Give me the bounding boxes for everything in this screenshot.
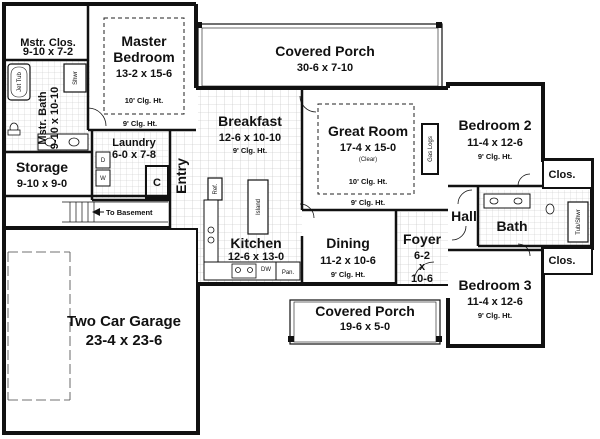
rear-porch-dims: 30-6 x 7-10 <box>297 62 353 74</box>
closet-c-outline <box>145 165 169 199</box>
foyer-dims-2: x <box>419 261 426 273</box>
hall-name: Hall <box>451 208 477 224</box>
garage-name: Two Car Garage <box>67 313 181 330</box>
bedroom3-closet-label: Clos. <box>549 255 576 267</box>
laundry-w-label: W <box>100 176 106 182</box>
master-closet-dims: 9-10 x 7-2 <box>23 46 73 58</box>
gas-logs-label: Gas Logs <box>428 136 434 162</box>
sink-2 <box>68 137 80 147</box>
rear-porch-inner <box>201 27 439 87</box>
master-toilet-tank <box>7 129 21 136</box>
rear-porch-name: Covered Porch <box>275 43 375 59</box>
front-porch-dims: 19-6 x 5-0 <box>340 321 390 333</box>
shower-label: Shwr <box>73 71 79 85</box>
dining-name: Dining <box>326 235 370 251</box>
bedroom3-ceiling: 9' Clg. Ht. <box>478 311 512 320</box>
pantry <box>275 261 301 281</box>
fireplace <box>421 123 439 175</box>
storage-name: Storage <box>16 159 68 175</box>
pantry-label: Pan. <box>282 270 295 276</box>
master-shower <box>63 63 87 93</box>
jet-tub-label: Jet Tub <box>17 72 23 92</box>
master-bath-dims: 9-10 x 10-10 <box>49 87 61 149</box>
dryer <box>95 151 111 169</box>
master-ceiling-outline <box>103 17 185 115</box>
hall-toilet <box>545 203 555 215</box>
bath-name: Bath <box>496 218 527 234</box>
tub-shower <box>567 201 589 243</box>
to-basement-label: To Basement <box>106 208 153 217</box>
stair-arrow-icon <box>92 208 100 216</box>
master-bath-name: Mstr. Bath <box>37 91 49 144</box>
tub-shower-label: Tub/Shwr <box>576 209 582 234</box>
dishwasher-label: DW <box>261 267 271 273</box>
breakfast-ceiling: 9' Clg. Ht. <box>233 146 267 155</box>
jet-tub-inner <box>10 66 28 98</box>
storage-dims: 9-10 x 9-0 <box>17 178 67 190</box>
laundry-name: Laundry <box>112 137 156 149</box>
foyer-dims-1: 6-2 <box>414 250 430 262</box>
bedroom3-closet <box>542 247 593 275</box>
breakfast-dims: 12-6 x 10-10 <box>219 132 281 144</box>
dining-ceiling: 9' Clg. Ht. <box>331 270 365 279</box>
kitchen-dims: 12-6 x 13-0 <box>228 251 284 263</box>
bedroom2-name: Bedroom 2 <box>458 117 531 133</box>
great-room-ceiling-9: 9' Clg. Ht. <box>351 198 385 207</box>
master-bedroom-name-1: Master <box>121 33 167 49</box>
washer <box>95 169 111 187</box>
foyer-dims-3: 10-6 <box>411 273 433 285</box>
kitchen-counter-west <box>203 199 219 263</box>
exterior-wall-east <box>446 82 594 348</box>
kitchen-name: Kitchen <box>230 235 281 251</box>
foyer-tile <box>396 212 448 284</box>
laundry-d-label: D <box>101 158 106 164</box>
great-room-name: Great Room <box>328 123 408 139</box>
great-room-ceiling: 10' Clg. Ht. <box>349 177 387 186</box>
bedroom3-name: Bedroom 3 <box>458 277 531 293</box>
greatroom-ceiling-outline <box>317 103 415 195</box>
bedroom2-ceiling: 9' Clg. Ht. <box>478 152 512 161</box>
rear-porch-outline <box>197 23 443 89</box>
master-ceiling-9: 9' Clg. Ht. <box>123 119 157 128</box>
entry-name: Entry <box>173 158 189 194</box>
bedroom2-dims: 11-4 x 12-6 <box>467 137 523 149</box>
exterior-wall-west <box>2 2 198 230</box>
bedroom3-dims: 11-4 x 12-6 <box>467 296 523 308</box>
front-porch-outline <box>289 299 441 345</box>
door-swings <box>87 95 531 283</box>
refrigerator-label: Ref. <box>213 183 219 194</box>
kitchen-sink <box>207 226 215 244</box>
kitchen-island <box>247 179 269 235</box>
great-room-note: (Clear) <box>359 157 377 163</box>
great-room-dims: 17-4 x 15-0 <box>340 142 396 154</box>
bedroom2-closet-label: Clos. <box>549 169 576 181</box>
breakfast-name: Breakfast <box>218 113 282 129</box>
laundry-dims: 6-0 x 7-8 <box>112 149 156 161</box>
island-label: Island <box>256 199 262 215</box>
hall-sink-1 <box>489 197 499 205</box>
closet-c-label: C <box>153 177 161 189</box>
garage-wall <box>2 228 200 435</box>
bedroom2-closet <box>542 159 593 189</box>
jet-tub <box>7 63 31 101</box>
master-bedroom-dims: 13-2 x 15-6 <box>116 68 172 80</box>
front-porch-name: Covered Porch <box>315 303 415 319</box>
front-porch-inner <box>293 301 437 343</box>
master-bedroom-ceiling: 10' Clg. Ht. <box>125 96 163 105</box>
master-bedroom-name-2: Bedroom <box>113 49 174 65</box>
porch-posts <box>196 22 442 342</box>
hall-bath-vanity <box>483 193 531 209</box>
entry-tile <box>170 132 198 228</box>
dining-dims: 11-2 x 10-6 <box>320 255 376 267</box>
master-closet-name: Mstr. Clos. <box>20 37 76 49</box>
garage-dims: 23-4 x 23-6 <box>86 332 163 349</box>
sink-1 <box>44 137 56 147</box>
foyer-name: Foyer <box>403 231 442 247</box>
cooktop <box>231 263 257 279</box>
stairs <box>62 201 168 223</box>
hall-sink-2 <box>513 197 523 205</box>
